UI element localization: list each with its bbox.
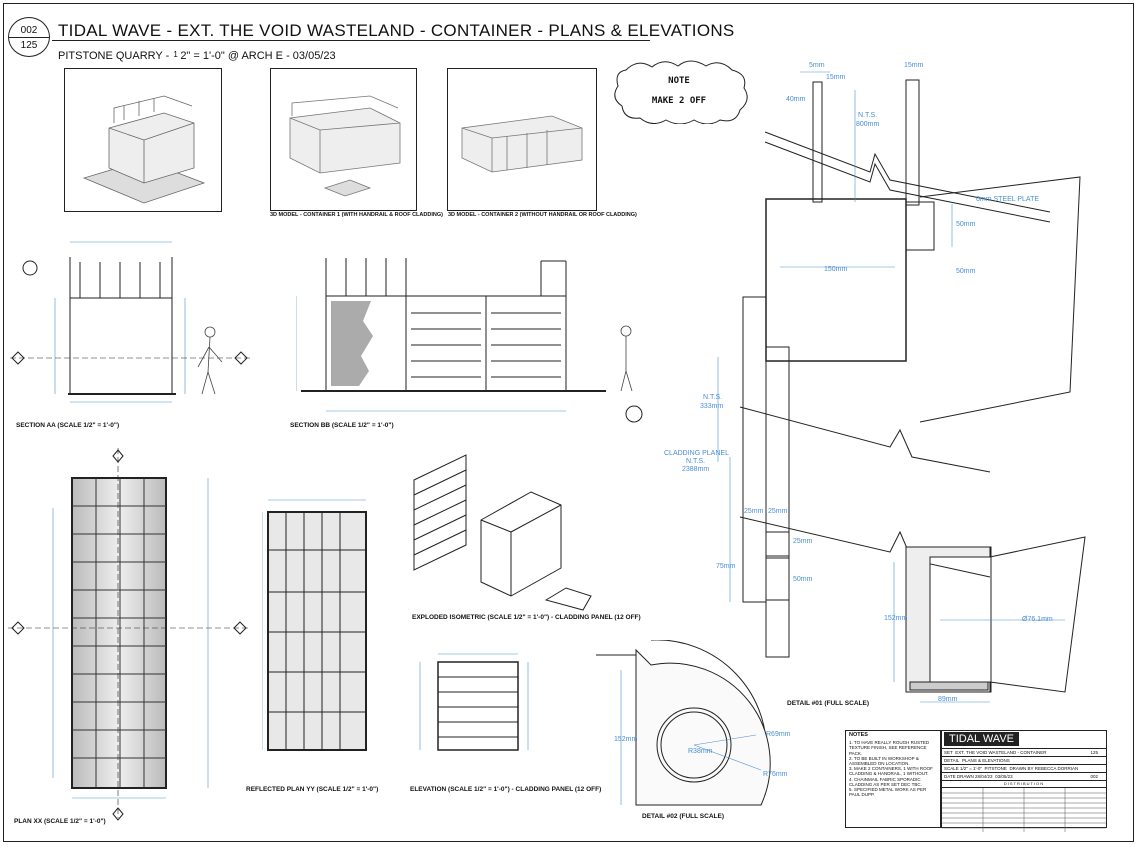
d02-r69: R69mm (766, 731, 791, 738)
d01-50mm-b: 50mm (956, 268, 976, 275)
d01-333mm: 333mm (700, 403, 724, 410)
model-1-caption: 3D MODEL - CONTAINER 1 (WITH HANDRAIL & … (270, 212, 443, 218)
tb-scale-label: SCALE (944, 766, 959, 771)
d01-5mm: 5mm (809, 62, 825, 69)
tb-detail-row: DETAIL PLANS & ELEVATIONS (942, 757, 1106, 765)
model-2-render (447, 68, 597, 211)
tb-distribution: DISTRIBUTION (942, 781, 1106, 788)
model-2-caption: 3D MODEL - CONTAINER 2 (WITHOUT HANDRAIL… (448, 212, 637, 218)
title-block-header: TIDAL WAVE (942, 731, 1106, 749)
note-cloud (614, 60, 748, 124)
plan-xx-drawing (8, 448, 248, 821)
note-item: 5. SPECIFIED METAL WORK AS PER PAUL DUPP… (849, 787, 927, 798)
title-underline (52, 40, 650, 41)
tb-drawn-by-label: DRAWN BY (1009, 766, 1034, 771)
scale-text: 2" = 1'-0" @ ARCH E - 03/05/23 (180, 50, 336, 62)
d01-15mm-b: 15mm (904, 62, 924, 69)
note-heading: NOTE (668, 76, 690, 86)
location-text: PITSTONE QUARRY - (58, 50, 170, 62)
section-aa-drawing (10, 241, 250, 403)
d01-89mm: 89mm (938, 696, 958, 703)
tb-scale-row: SCALE 1/2" = 1'-0" PITSTONE DRAWN BY REB… (942, 765, 1106, 773)
tb-date-row: DATE DRAWN 28/04/23 03/05/23 002 (942, 773, 1106, 781)
plan-xx-caption: PLAN XX (SCALE 1/2" = 1'-0") (14, 818, 106, 825)
tb-date-issued: 03/05/23 (995, 774, 1013, 779)
d01-2388mm: 2388mm (682, 466, 710, 473)
d01-steel-plate: 6mm STEEL PLATE (976, 196, 1040, 203)
tb-set-label: SET (944, 750, 953, 755)
d01-nts-1: N.T.S. (858, 112, 878, 119)
d02-r38: R38mm (688, 748, 713, 755)
d01-15mm-a: 15mm (826, 74, 846, 81)
detail-02-caption: DETAIL #02 (FULL SCALE) (642, 813, 724, 820)
exploded-iso-drawing (413, 454, 592, 611)
section-aa-caption: SECTION AA (SCALE 1/2" = 1'-0") (16, 422, 120, 429)
tb-date-label: DATE DRAWN (944, 774, 974, 779)
d01-76mm: Ø76.1mm (1022, 616, 1053, 623)
tb-stage: PITSTONE (984, 766, 1007, 771)
sheet-number-badge: 002 125 (8, 17, 50, 57)
tb-detail-label: DETAIL (944, 758, 960, 763)
reflected-plan-caption: REFLECTED PLAN YY (SCALE 1/2" = 1'-0") (246, 786, 379, 793)
drawing-title: TIDAL WAVE - EXT. THE VOID WASTELAND - C… (58, 21, 735, 40)
tb-set-value: EXT. THE VOID WASTELAND - CONTAINER (955, 750, 1047, 755)
d01-800mm: 800mm (856, 121, 880, 128)
tb-set-row: SET EXT. THE VOID WASTELAND - CONTAINER … (942, 749, 1106, 757)
detail-02-drawing (596, 640, 771, 806)
tb-set-no: 125 (1090, 750, 1098, 755)
d01-25mm-c: 25mm (793, 538, 813, 545)
scale-numerator: 1 (173, 50, 178, 59)
elevation-caption: ELEVATION (SCALE 1/2" = 1'-0") - CLADDIN… (410, 786, 602, 793)
cladding-elevation-drawing (419, 653, 529, 751)
note-item: 4. CHAINMAIL FABRIC SPORADIC CLADDING AS… (849, 776, 922, 787)
d01-150mm: 150mm (824, 266, 848, 273)
tb-detail-value: PLANS & ELEVATIONS (961, 758, 1010, 763)
title-block-logo: TIDAL WAVE (944, 732, 1019, 746)
note-text: MAKE 2 OFF (651, 96, 707, 106)
notes-heading: NOTES (849, 732, 868, 738)
section-bb-drawing (296, 258, 643, 423)
exploded-iso-caption: EXPLODED ISOMETRIC (SCALE 1/2" = 1'-0") … (412, 614, 641, 621)
sheet-border (3, 3, 1134, 842)
detail-01-caption: DETAIL #01 (FULL SCALE) (787, 700, 869, 707)
d01-25mm-a: 25mm (744, 508, 764, 515)
tb-distribution-grid (942, 788, 1106, 832)
badge-divider (9, 37, 49, 38)
tb-date-drawn: 28/04/23 (975, 774, 993, 779)
d01-nts-2: N.T.S. (703, 394, 723, 401)
d01-25mm-b: 25mm (768, 508, 788, 515)
sheet-total: 125 (20, 40, 38, 51)
tb-grid-lines (942, 788, 1106, 832)
model-1-render (270, 68, 417, 211)
model-overview-render (64, 68, 222, 212)
note-item: 3. MAKE 2 CONTAINERS, 1 WITH ROOF CLADDI… (849, 766, 933, 777)
notes-panel: NOTES 1. TO HAVE REALLY ROUGH RUSTED TEX… (845, 730, 941, 828)
d02-r76: R76mm (763, 771, 788, 778)
section-bb-caption: SECTION BB (SCALE 1/2" = 1'-0") (290, 422, 394, 429)
reflected-plan-drawing (262, 499, 367, 751)
d02-152: 152mm (614, 736, 638, 743)
tb-scale-value: 1/2" = 1'-0" (960, 766, 982, 771)
d01-152mm: 152mm (884, 615, 908, 622)
title-block: TIDAL WAVE SET EXT. THE VOID WASTELAND -… (941, 730, 1107, 832)
tb-drawn-by: REBECCA DORRIAN (1034, 766, 1079, 771)
d01-cladding: CLADDING PLANEL (664, 450, 729, 457)
sheet-number: 002 (20, 25, 38, 36)
d01-nts-3: N.T.S. (686, 458, 706, 465)
d01-75mm: 75mm (716, 563, 736, 570)
tb-dwg-no: 002 (1090, 774, 1098, 779)
drawing-subtitle: PITSTONE QUARRY - 1 2" = 1'-0" @ ARCH E … (58, 50, 336, 62)
note-item: 2. TO BE BUILT IN WORKSHOP & ASSEMBLED O… (849, 755, 919, 767)
d01-50mm-a: 50mm (956, 221, 976, 228)
d01-50mm-c: 50mm (793, 576, 813, 583)
detail-01-drawing (717, 71, 1086, 703)
note-item: 1. TO HAVE REALLY ROUGH RUSTED TEXTURE F… (849, 740, 930, 756)
d01-40mm: 40mm (786, 96, 806, 103)
